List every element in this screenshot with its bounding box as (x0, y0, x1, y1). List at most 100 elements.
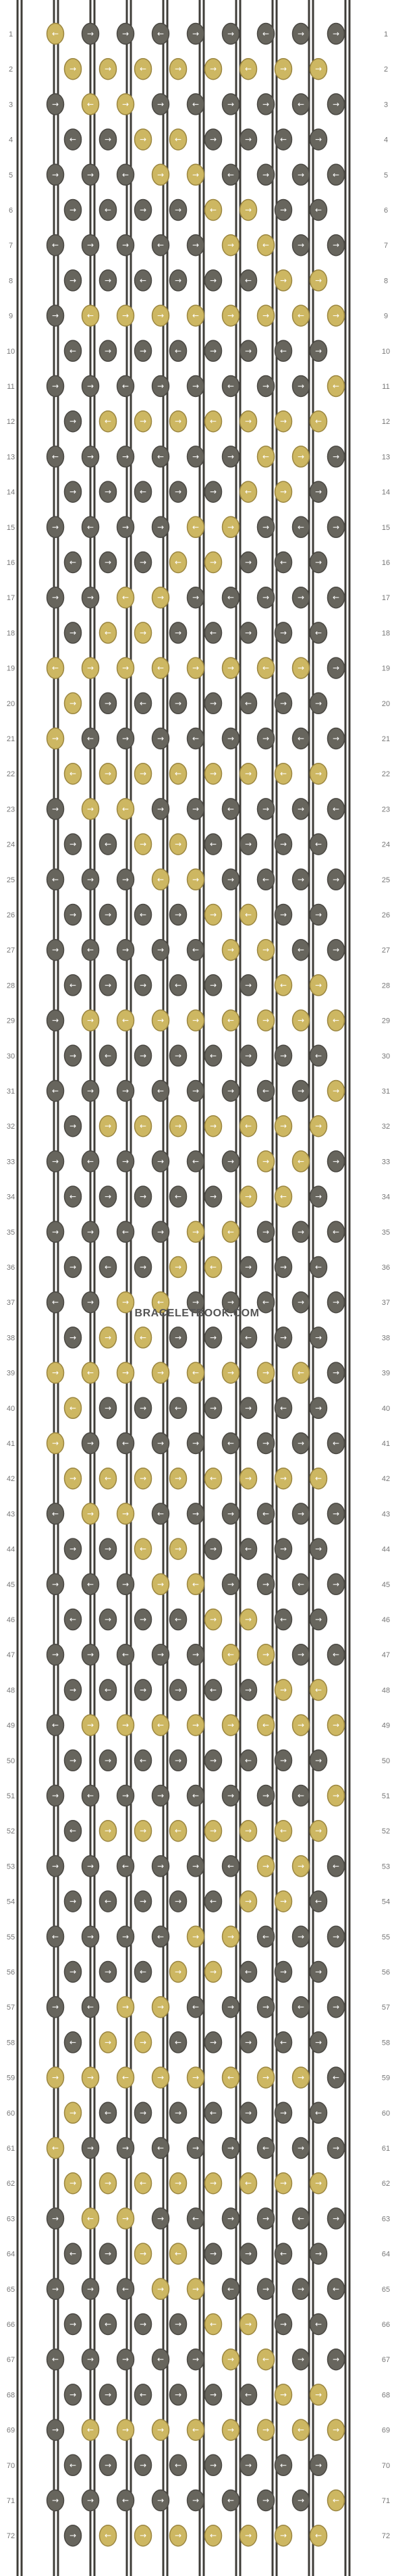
knot-shape (291, 2348, 310, 2371)
knot: ← (63, 2243, 82, 2265)
knot: ← (327, 1643, 345, 1666)
knot-shape (291, 446, 310, 468)
arrow-right-icon: → (105, 135, 111, 144)
knot: → (274, 269, 293, 292)
arrow-right-icon: → (192, 2355, 199, 2364)
knot-shape (169, 1749, 188, 1772)
knot-shape (63, 1044, 82, 1067)
knot: → (221, 516, 240, 539)
row-number-left: 56 (7, 1968, 15, 1977)
knot: → (151, 938, 170, 961)
knot-shape (151, 1784, 170, 1807)
knot: → (256, 93, 275, 115)
knot-shape (81, 375, 100, 398)
arrow-right-icon: → (333, 2355, 339, 2364)
knot: ← (63, 128, 82, 151)
knot-shape (151, 1362, 170, 1384)
arrow-right-icon: → (227, 2425, 234, 2435)
knot-shape (327, 1079, 345, 1102)
knot: → (327, 2207, 345, 2230)
arrow-right-icon: → (69, 1967, 76, 1977)
arrow-left-icon: ← (210, 840, 217, 849)
knot: ← (98, 1256, 117, 1279)
row-number-left: 9 (9, 313, 13, 321)
knot: → (98, 692, 117, 715)
knot-shape (327, 2066, 345, 2089)
arrow-right-icon: → (87, 804, 94, 813)
knot-shape (256, 1503, 275, 1525)
arrow-left-icon: ← (140, 910, 146, 919)
row-number-right: 70 (382, 2462, 390, 2470)
row-number-left: 72 (7, 2532, 15, 2540)
knot-shape (98, 1115, 117, 1137)
arrow-right-icon: → (210, 275, 217, 285)
knot: ← (134, 903, 152, 926)
knot: → (134, 410, 152, 433)
knot: → (151, 93, 170, 115)
knot-shape (151, 2278, 170, 2301)
arrow-right-icon: → (210, 64, 217, 74)
knot-shape (134, 692, 152, 715)
arrow-right-icon: → (140, 980, 146, 990)
arrow-right-icon: → (298, 593, 304, 602)
arrow-left-icon: ← (52, 240, 59, 250)
knot: ← (116, 2489, 135, 2512)
knot: → (81, 1503, 100, 1525)
arrow-left-icon: ← (262, 1721, 269, 1730)
arrow-right-icon: → (315, 2178, 322, 2188)
knot-shape (151, 163, 170, 186)
arrow-right-icon: → (69, 2178, 76, 2188)
knot-shape (116, 2348, 135, 2371)
knot: → (221, 1079, 240, 1102)
arrow-left-icon: ← (245, 1756, 252, 1765)
knot: → (134, 2524, 152, 2547)
knot-shape (327, 1362, 345, 1384)
knot-shape (81, 1079, 100, 1102)
knot: ← (274, 551, 293, 574)
knot: ← (327, 1432, 345, 1455)
knot: ← (98, 622, 117, 644)
knot: → (134, 340, 152, 363)
arrow-right-icon: → (105, 1121, 111, 1131)
knot: ← (186, 93, 205, 115)
knot: → (309, 2384, 328, 2406)
row-number-right: 39 (382, 1370, 390, 1378)
arrow-right-icon: → (315, 1756, 322, 1765)
knot: → (221, 938, 240, 961)
knot-shape (256, 1009, 275, 1031)
knot-shape (98, 551, 117, 574)
knot-shape (169, 128, 188, 151)
knot: → (169, 1326, 188, 1349)
knot-shape (81, 22, 100, 45)
knot: ← (274, 2243, 293, 2265)
arrow-right-icon: → (87, 1016, 94, 1025)
knot-shape (134, 1115, 152, 1137)
knot-shape (63, 903, 82, 926)
knot-shape (221, 727, 240, 750)
knot-shape (309, 1115, 328, 1137)
knot-shape (186, 22, 205, 45)
knot: ← (169, 2454, 188, 2477)
knot: ← (239, 2384, 258, 2406)
row-number-left: 71 (7, 2497, 15, 2505)
arrow-left-icon: ← (157, 452, 164, 461)
knot-shape (81, 1855, 100, 1877)
arrow-left-icon: ← (122, 381, 129, 391)
row-number-right: 51 (382, 1792, 390, 1800)
knot-shape (98, 1819, 117, 1842)
knot: → (256, 1150, 275, 1173)
arrow-right-icon: → (192, 1721, 199, 1730)
knot-shape (151, 1291, 170, 1314)
knot-shape (116, 93, 135, 115)
knot-shape (221, 163, 240, 186)
knot-shape (151, 1079, 170, 1102)
knot: → (98, 1608, 117, 1631)
arrow-right-icon: → (52, 1016, 59, 1025)
knot-shape (151, 516, 170, 539)
knot: → (169, 1256, 188, 1279)
knot-shape (256, 586, 275, 609)
knot: → (98, 1397, 117, 1420)
knot: → (98, 1819, 117, 1842)
arrow-right-icon: → (140, 1826, 146, 1835)
arrow-right-icon: → (315, 275, 322, 285)
